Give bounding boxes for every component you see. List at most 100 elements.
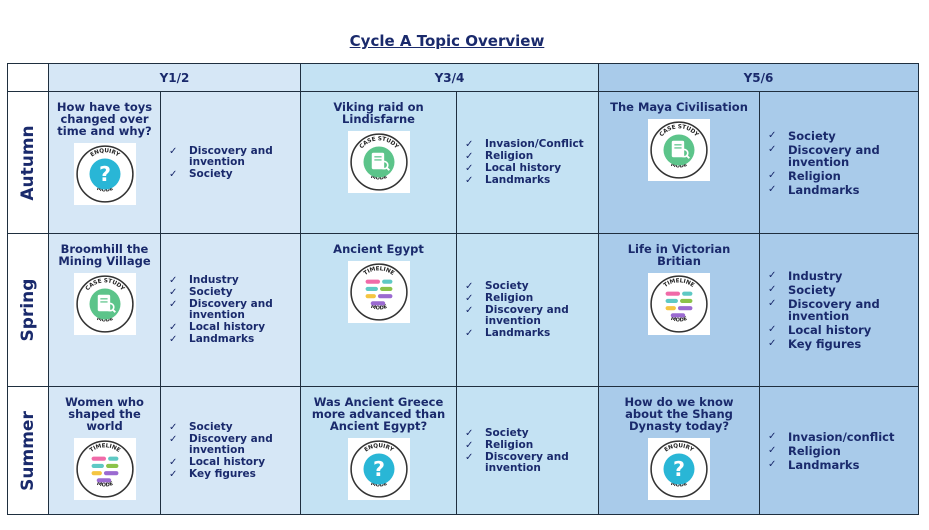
themes-list: SocietyDiscovery and inventionLocal hist… bbox=[161, 421, 300, 480]
enquiry-mode-icon: ENQUIRY MODE? bbox=[75, 145, 134, 203]
theme-item: Local history bbox=[768, 324, 914, 336]
corner-cell bbox=[7, 63, 49, 92]
topic-title: Women who shaped the world bbox=[65, 395, 144, 433]
topic-title: Was Ancient Greece more advanced than An… bbox=[311, 395, 446, 433]
svg-text:ENQUIRY: ENQUIRY bbox=[89, 148, 121, 159]
themes-list: SocietyReligionDiscovery and inventionLa… bbox=[457, 281, 598, 340]
theme-item: Society bbox=[169, 421, 296, 433]
theme-item: Local history bbox=[465, 163, 594, 175]
svg-text:ENQUIRY: ENQUIRY bbox=[363, 443, 395, 454]
theme-item: Invasion/conflict bbox=[768, 431, 914, 443]
season-cell: Summer bbox=[7, 386, 49, 515]
season-label: Spring bbox=[18, 278, 38, 342]
theme-item: Religion bbox=[465, 293, 594, 305]
svg-text:?: ? bbox=[373, 457, 385, 481]
theme-item: Industry bbox=[768, 270, 914, 282]
theme-item: Society bbox=[169, 168, 296, 180]
theme-item: Key figures bbox=[768, 338, 914, 350]
topic-title: How do we know about the Shang Dynasty t… bbox=[624, 395, 734, 433]
theme-item: Discovery and invention bbox=[465, 305, 594, 327]
themes-cell: SocietyDiscovery and inventionLocal hist… bbox=[160, 386, 301, 515]
themes-list: Invasion/ConflictReligionLocal historyLa… bbox=[457, 139, 598, 187]
theme-item: Society bbox=[465, 427, 594, 439]
theme-item: Discovery and invention bbox=[169, 433, 296, 456]
theme-item: Discovery and invention bbox=[169, 145, 296, 168]
timeline-mode-icon: TIMELINE MODE bbox=[75, 440, 134, 498]
themes-cell: Invasion/ConflictReligionLocal historyLa… bbox=[456, 91, 599, 234]
svg-text:MODE: MODE bbox=[369, 481, 388, 489]
theme-item: Landmarks bbox=[768, 459, 914, 471]
topic-title: How have toys changed over time and why? bbox=[56, 100, 153, 138]
themes-list: Invasion/conflictReligionLandmarks bbox=[760, 431, 918, 471]
svg-text:MODE: MODE bbox=[95, 481, 114, 489]
season-cell: Autumn bbox=[7, 91, 49, 234]
season-row: Autumn How have toys changed over time an… bbox=[7, 91, 919, 234]
column-header-y12: Y1/2 bbox=[48, 63, 301, 92]
enquiry-mode-badge: ENQUIRY MODE? bbox=[73, 143, 136, 205]
enquiry-mode-icon: ENQUIRY MODE? bbox=[650, 440, 708, 498]
theme-item: Society bbox=[768, 284, 914, 296]
topic-cell: Was Ancient Greece more advanced than An… bbox=[300, 386, 457, 515]
themes-list: SocietyDiscovery and inventionReligionLa… bbox=[760, 130, 918, 196]
themes-list: SocietyReligionDiscovery and invention bbox=[457, 427, 598, 474]
svg-text:ENQUIRY: ENQUIRY bbox=[664, 443, 696, 454]
season-label: Autumn bbox=[18, 124, 38, 201]
svg-text:?: ? bbox=[99, 162, 111, 186]
themes-cell: IndustrySocietyDiscovery and inventionLo… bbox=[160, 233, 301, 387]
svg-text:MODE: MODE bbox=[670, 316, 689, 324]
svg-text:?: ? bbox=[673, 457, 685, 481]
themes-cell: SocietyReligionDiscovery and invention bbox=[456, 386, 599, 515]
themes-cell: IndustrySocietyDiscovery and inventionLo… bbox=[759, 233, 919, 387]
themes-list: IndustrySocietyDiscovery and inventionLo… bbox=[161, 275, 300, 346]
season-label: Summer bbox=[18, 410, 38, 491]
theme-item: Local history bbox=[169, 456, 296, 468]
svg-text:MODE: MODE bbox=[369, 304, 388, 312]
themes-cell: SocietyDiscovery and inventionReligionLa… bbox=[759, 91, 919, 234]
topic-title: Broomhill the Mining Village bbox=[58, 242, 151, 268]
enquiry-mode-badge: ENQUIRY MODE? bbox=[347, 438, 410, 500]
svg-text:TIMELINE: TIMELINE bbox=[88, 443, 120, 454]
theme-item: Landmarks bbox=[465, 175, 594, 187]
themes-cell: Invasion/conflictReligionLandmarks bbox=[759, 386, 919, 515]
enquiry-mode-badge: ENQUIRY MODE? bbox=[648, 438, 710, 500]
svg-text:MODE: MODE bbox=[95, 186, 114, 194]
theme-item: Discovery and invention bbox=[465, 451, 594, 474]
column-header-y56: Y5/6 bbox=[598, 63, 919, 92]
topic-overview-table: Y1/2 Y3/4 Y5/6 Autumn How have toys chang… bbox=[7, 63, 919, 515]
topic-title: Life in Victorian Britian bbox=[627, 242, 731, 268]
theme-item: Invasion/Conflict bbox=[465, 139, 594, 151]
theme-item: Industry bbox=[169, 275, 296, 287]
theme-item: Landmarks bbox=[768, 184, 914, 196]
theme-item: Society bbox=[465, 281, 594, 293]
theme-item: Discovery and invention bbox=[768, 298, 914, 322]
theme-item: Key figures bbox=[169, 468, 296, 480]
season-cell: Spring bbox=[7, 233, 49, 387]
themes-cell: SocietyReligionDiscovery and inventionLa… bbox=[456, 233, 599, 387]
topic-title: Viking raid on Lindisfarne bbox=[333, 100, 424, 126]
column-header-y34: Y3/4 bbox=[300, 63, 599, 92]
enquiry-mode-icon: ENQUIRY MODE? bbox=[349, 440, 408, 498]
theme-item: Discovery and invention bbox=[768, 144, 914, 168]
theme-item: Religion bbox=[465, 151, 594, 163]
svg-text:MODE: MODE bbox=[95, 316, 114, 324]
theme-item: Landmarks bbox=[465, 328, 594, 340]
svg-text:MODE: MODE bbox=[369, 174, 388, 182]
theme-item: Society bbox=[169, 287, 296, 299]
svg-text:MODE: MODE bbox=[670, 481, 689, 489]
theme-item: Local history bbox=[169, 322, 296, 334]
